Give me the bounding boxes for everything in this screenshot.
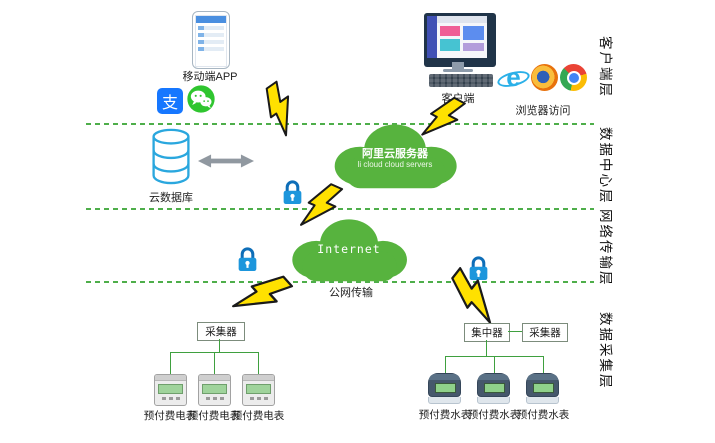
electric-meter-icon [198, 374, 231, 406]
firefox-browser-icon [531, 64, 558, 91]
ie-browser-icon: e [500, 64, 527, 91]
lightning-bolt-alicloud-to-internet [297, 177, 346, 237]
electric-meter-label: 预付费电表 [187, 410, 241, 422]
collector-left-box: 采集器 [197, 322, 245, 341]
mobile-phone-icon [192, 11, 230, 69]
alipay-icon: 支 [157, 88, 183, 114]
lock-icon-datacenter [281, 179, 304, 206]
connector-line [258, 352, 259, 374]
layer-label-client: 客户端层 [598, 36, 613, 98]
ali-cloud-subtitle: li cloud cloud servers [357, 160, 433, 169]
internet-label: Internet [317, 242, 381, 256]
electric-meter-label: 预付费电表 [143, 410, 197, 422]
connector-line [214, 352, 215, 374]
electric-meter-icon [154, 374, 187, 406]
collector-right-box: 采集器 [522, 323, 568, 342]
lightning-bolt-internet-to-concentrator [442, 265, 509, 327]
lightning-bolt-internet-to-collector [229, 264, 295, 328]
concentrator-box: 集中器 [464, 323, 510, 342]
layer-separator-1 [86, 123, 594, 125]
internet-cloud-icon: Internet [286, 214, 412, 284]
ali-cloud-icon: 阿里云服务器 li cloud cloud servers [328, 119, 462, 191]
lock-icon-network-right [467, 255, 490, 282]
water-meter-label: 预付费水表 [467, 409, 521, 421]
monitor-stand [452, 62, 464, 70]
desktop-monitor-icon [424, 13, 496, 67]
connector-line [486, 340, 487, 356]
lightning-bolt-phone-to-cloud [254, 79, 308, 139]
public-net-label: 公网传输 [329, 287, 373, 299]
connector-line [445, 356, 446, 374]
water-meter-label: 预付费水表 [418, 409, 472, 421]
cloud-database-icon [149, 127, 193, 185]
wechat-icon [187, 85, 215, 113]
layer-label-datacenter: 数据中心层 [598, 127, 613, 205]
ie-glyph: e [506, 62, 521, 92]
connector-line [170, 352, 171, 374]
alipay-glyph: 支 [161, 95, 178, 112]
chrome-browser-icon [560, 64, 587, 91]
double-arrow-icon [198, 151, 254, 171]
layer-separator-2 [86, 208, 594, 210]
layer-label-collection: 数据采集层 [598, 312, 613, 390]
water-meter-icon [526, 373, 559, 406]
water-meter-icon [477, 373, 510, 406]
layer-label-network: 网络传输层 [598, 209, 613, 287]
connector-line [494, 356, 495, 374]
electric-meter-label: 预付费电表 [231, 410, 285, 422]
water-meter-icon [428, 373, 461, 406]
lock-icon-network-left [236, 246, 259, 273]
ali-cloud-title: 阿里云服务器 [362, 148, 428, 160]
connector-line [219, 339, 220, 352]
layer-separator-3 [86, 281, 594, 283]
monitor-base [443, 69, 473, 72]
keyboard-icon [429, 74, 493, 87]
lightning-bolt-desktop-to-cloud [418, 90, 468, 148]
mobile-app-label: 移动端APP [182, 71, 238, 83]
connector-line [508, 331, 522, 332]
electric-meter-icon [242, 374, 275, 406]
browser-access-label: 浏览器访问 [515, 105, 571, 117]
cloud-db-label: 云数据库 [149, 192, 193, 204]
water-meter-label: 预付费水表 [516, 409, 570, 421]
connector-line [543, 356, 544, 374]
